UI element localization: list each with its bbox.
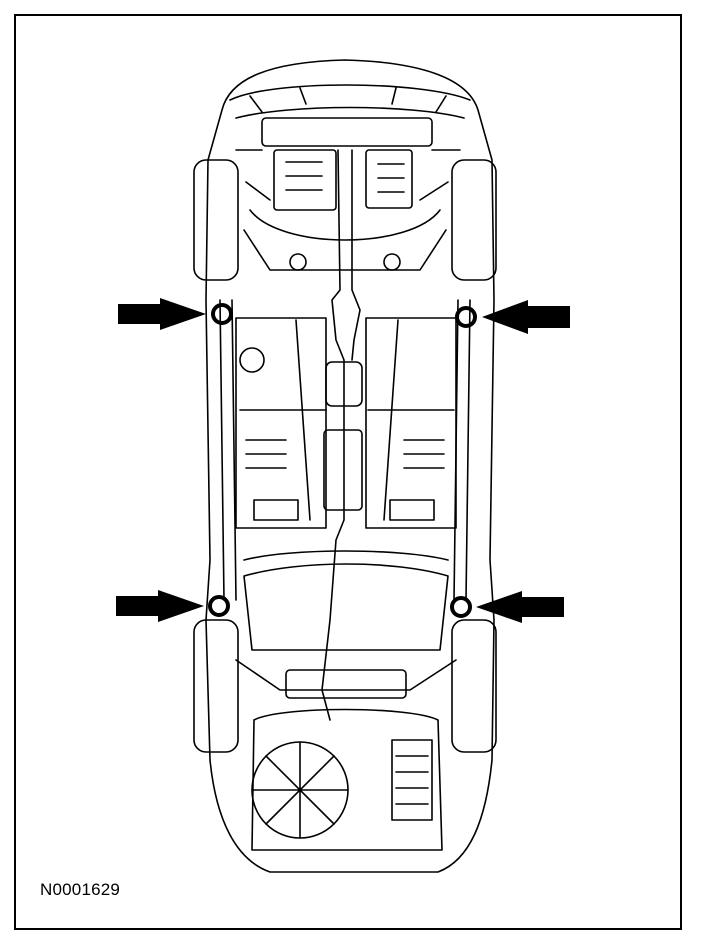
front-left-arrow <box>118 298 206 330</box>
exhaust-pipe <box>321 149 345 721</box>
right-frame-rail <box>465 299 471 601</box>
rear-right-lift-point-marker <box>450 596 472 618</box>
rear-left-lift-point-marker <box>208 595 230 617</box>
diagram-frame <box>14 14 682 930</box>
body-outline <box>205 59 495 873</box>
front-right-arrow <box>482 300 570 334</box>
rear-left-wheel <box>193 619 239 753</box>
figure-id-label: N0001629 <box>40 880 121 899</box>
catalytic-converter <box>325 361 363 407</box>
muffler <box>323 429 363 511</box>
front-left-lift-point-marker <box>211 303 233 325</box>
rear-left-arrow <box>116 590 204 622</box>
rear-right-arrow <box>476 591 564 623</box>
front-right-wheel <box>451 159 497 281</box>
left-frame-rail <box>219 299 225 601</box>
front-right-lift-point-marker <box>455 306 477 328</box>
front-left-wheel <box>193 159 239 281</box>
rear-right-wheel <box>451 619 497 753</box>
